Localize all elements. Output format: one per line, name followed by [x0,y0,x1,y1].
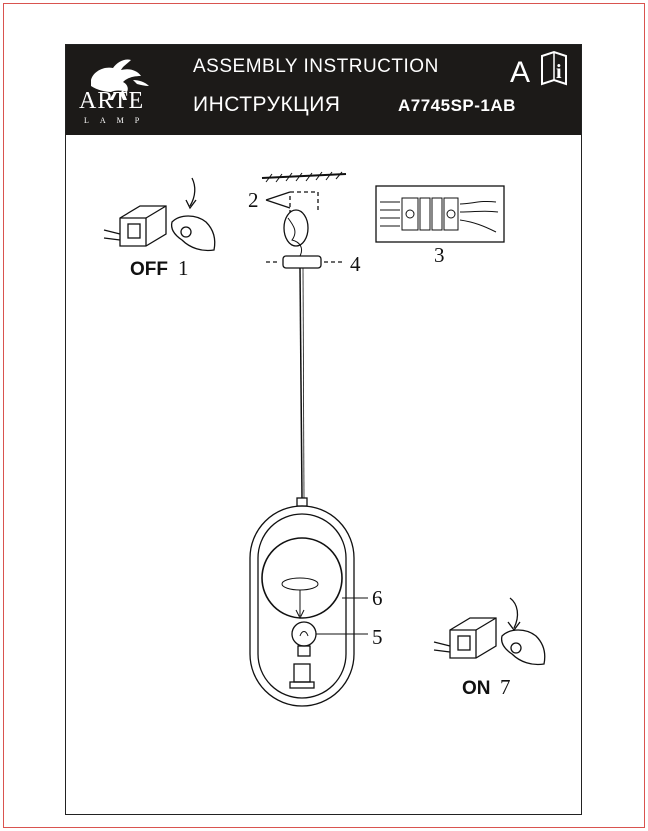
switch-box-icon [103,205,167,247]
instruction-panel [65,44,582,815]
terminal-block-icon [375,185,505,243]
step-on-label: ON [462,678,491,699]
book-info-icon: A i [510,50,567,88]
model-number: A7745SP-1AB [398,96,516,115]
page-border [3,3,645,828]
step-1-number: 1 [178,256,189,280]
hand-icon [170,215,216,252]
step-5-number: 5 [372,625,383,649]
header-banner [65,44,582,135]
step-2-number: 2 [248,188,259,212]
step-6-number: 6 [372,586,383,610]
step-7-number: 7 [500,675,511,699]
griffin-logo-icon [91,59,149,100]
doc-icon-letter: A [510,56,530,88]
brand-subtitle: LAMP [84,116,151,125]
rotate-arrow-icon [189,177,196,207]
brand-name: ARTE [79,88,145,114]
bulb-icon [291,621,317,657]
switch-box-icon-on [433,617,497,659]
title-russian: ИНСТРУКЦИЯ [193,93,341,116]
doc-icon-info: i [556,61,562,83]
hand-icon-on [500,629,546,666]
title-english: ASSEMBLY INSTRUCTION [193,56,439,77]
step-4-number: 4 [350,252,361,276]
step-off-label: OFF [130,259,168,280]
rotate-arrow-icon-on [509,597,519,629]
step-3-number: 3 [434,243,445,267]
glass-globe-icon [261,537,343,619]
